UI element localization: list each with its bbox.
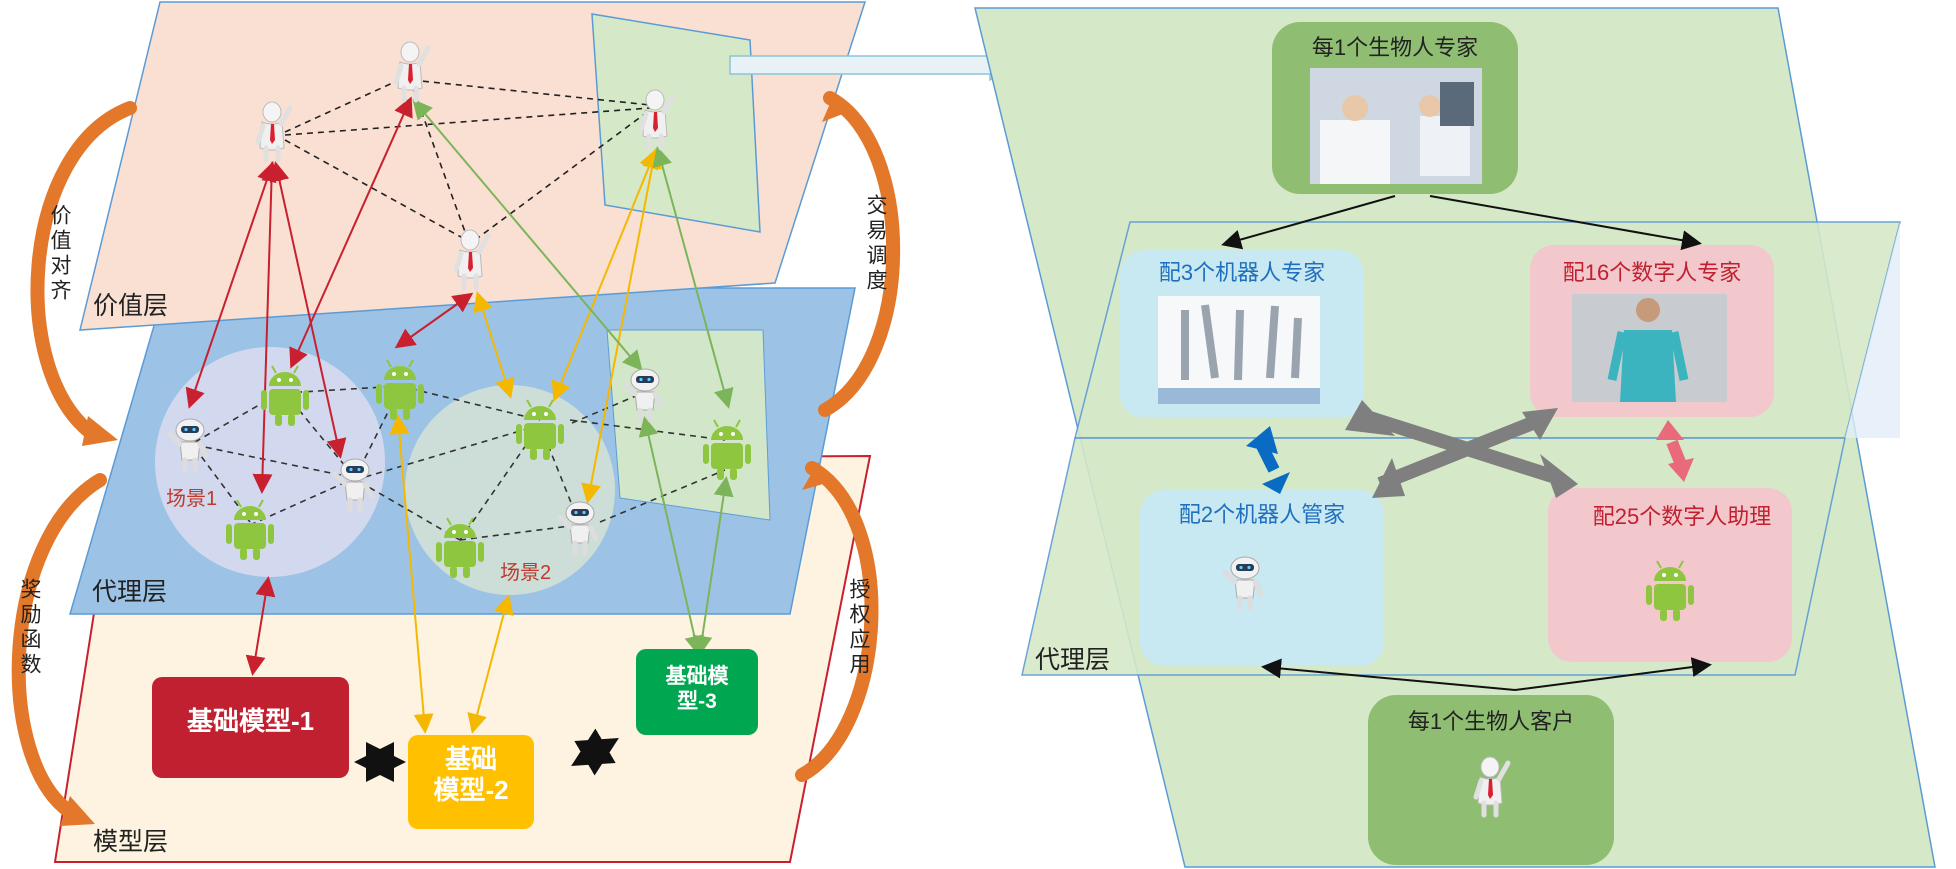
client-title: 每1个生物人客户 <box>1407 709 1575 734</box>
blue-double-arrow <box>1246 426 1290 494</box>
surgical-robot-photo <box>1158 296 1320 404</box>
model3-label: 基础模 型-3 <box>665 665 729 714</box>
robot-expert-title: 配3个机器人专家 <box>1158 260 1326 285</box>
value-alignment-label: 价值对齐 <box>48 204 71 304</box>
scene1-label: 场景1 <box>166 488 218 510</box>
authorized-application-label: 授权应用 <box>847 578 870 678</box>
robot-steward-card <box>1140 490 1384 666</box>
doctor-photo <box>1310 68 1482 184</box>
model3-box <box>636 649 758 735</box>
trade-scheduling-label: 交易调度 <box>864 194 887 294</box>
model-connections <box>354 728 619 782</box>
plane-shade <box>1845 222 1900 438</box>
model2-label: 基础 模型-2 <box>433 744 509 806</box>
pink-double-arrow <box>1656 420 1694 482</box>
right-agent-layer-title: 代理层 <box>1035 646 1111 674</box>
agent-layer-title: 代理层 <box>92 578 168 606</box>
reward-function-label: 奖励函数 <box>18 578 41 678</box>
digital-doctor-photo <box>1572 294 1727 402</box>
grey-cross-arrows <box>1345 400 1578 498</box>
model1-box <box>152 677 349 778</box>
right-black-arrows <box>1221 195 1712 691</box>
red-connections <box>185 96 474 676</box>
robot-steward-title: 配2个机器人管家 <box>1178 502 1346 527</box>
model-layer-title: 模型层 <box>93 828 169 856</box>
digital-assistant-title: 配25个数字人助理 <box>1592 504 1772 529</box>
model2-box <box>408 735 534 829</box>
green-connections <box>412 98 734 656</box>
digital-expert-title: 配16个数字人专家 <box>1562 260 1742 285</box>
green-panel-value <box>591 13 761 233</box>
model1-label: 基础模型-1 <box>186 706 315 736</box>
scene2-label: 场景2 <box>500 562 552 584</box>
expert-title: 每1个生物人专家 <box>1311 35 1479 60</box>
orange-arrowheads <box>60 92 848 826</box>
value-layer-title: 价值层 <box>93 292 169 320</box>
orange-cycle-arrows <box>11 91 901 819</box>
